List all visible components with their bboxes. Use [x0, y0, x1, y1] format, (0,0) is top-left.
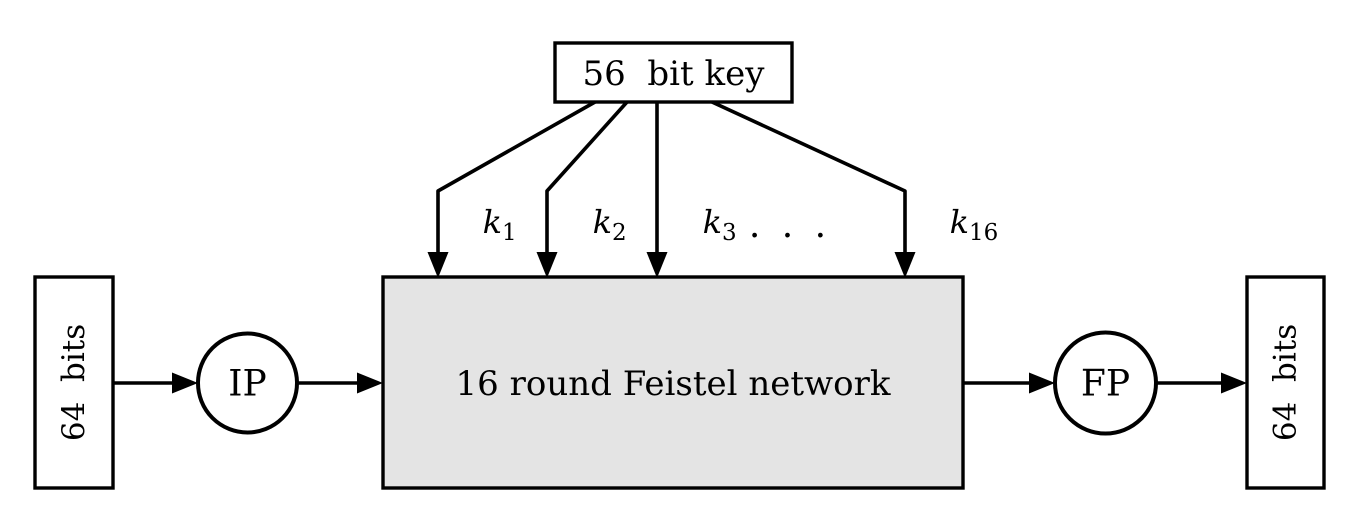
output-box: [1245, 275, 1326, 490]
key-schedule: 56 bit key k1 k2 k3 k16 . . .: [427, 41, 1024, 278]
round-key-wire-16: [711, 100, 907, 256]
output-path: FP 64 bits: [963, 275, 1326, 490]
round-key-label-k2: k2: [557, 203, 652, 246]
arrowhead-down-icon: [427, 252, 449, 278]
ip-node-label: IP: [228, 364, 266, 405]
arrowhead-right-icon: [1221, 372, 1247, 394]
arrowhead-right-icon: [357, 372, 383, 394]
arrowhead-right-icon: [1029, 372, 1055, 394]
round-key-wire-1: [436, 100, 596, 256]
feistel-network: 16 round Feistel network: [381, 275, 965, 490]
round-key-ellipsis: . . .: [749, 205, 831, 246]
arrowhead-down-icon: [646, 252, 668, 278]
arrowhead-down-icon: [536, 252, 558, 278]
arrowhead-down-icon: [894, 252, 916, 278]
key-box: [553, 41, 794, 104]
round-key-label-k16: k16: [914, 203, 1024, 246]
round-key-label-k3: k3: [667, 203, 762, 246]
arrowhead-right-icon: [172, 372, 198, 394]
output-box-label: 64 bits: [1268, 324, 1304, 441]
input-path: 64 bits IP: [33, 275, 383, 490]
feistel-box: [381, 275, 965, 490]
input-box-label: 64 bits: [56, 324, 92, 441]
fp-node-label: FP: [1081, 364, 1130, 405]
round-key-label-k1: k1: [447, 203, 542, 246]
round-key-wire-2: [545, 100, 629, 256]
key-box-label: 56 bit key: [583, 54, 766, 94]
feistel-box-label: 16 round Feistel network: [456, 364, 891, 404]
input-box: [33, 275, 115, 490]
